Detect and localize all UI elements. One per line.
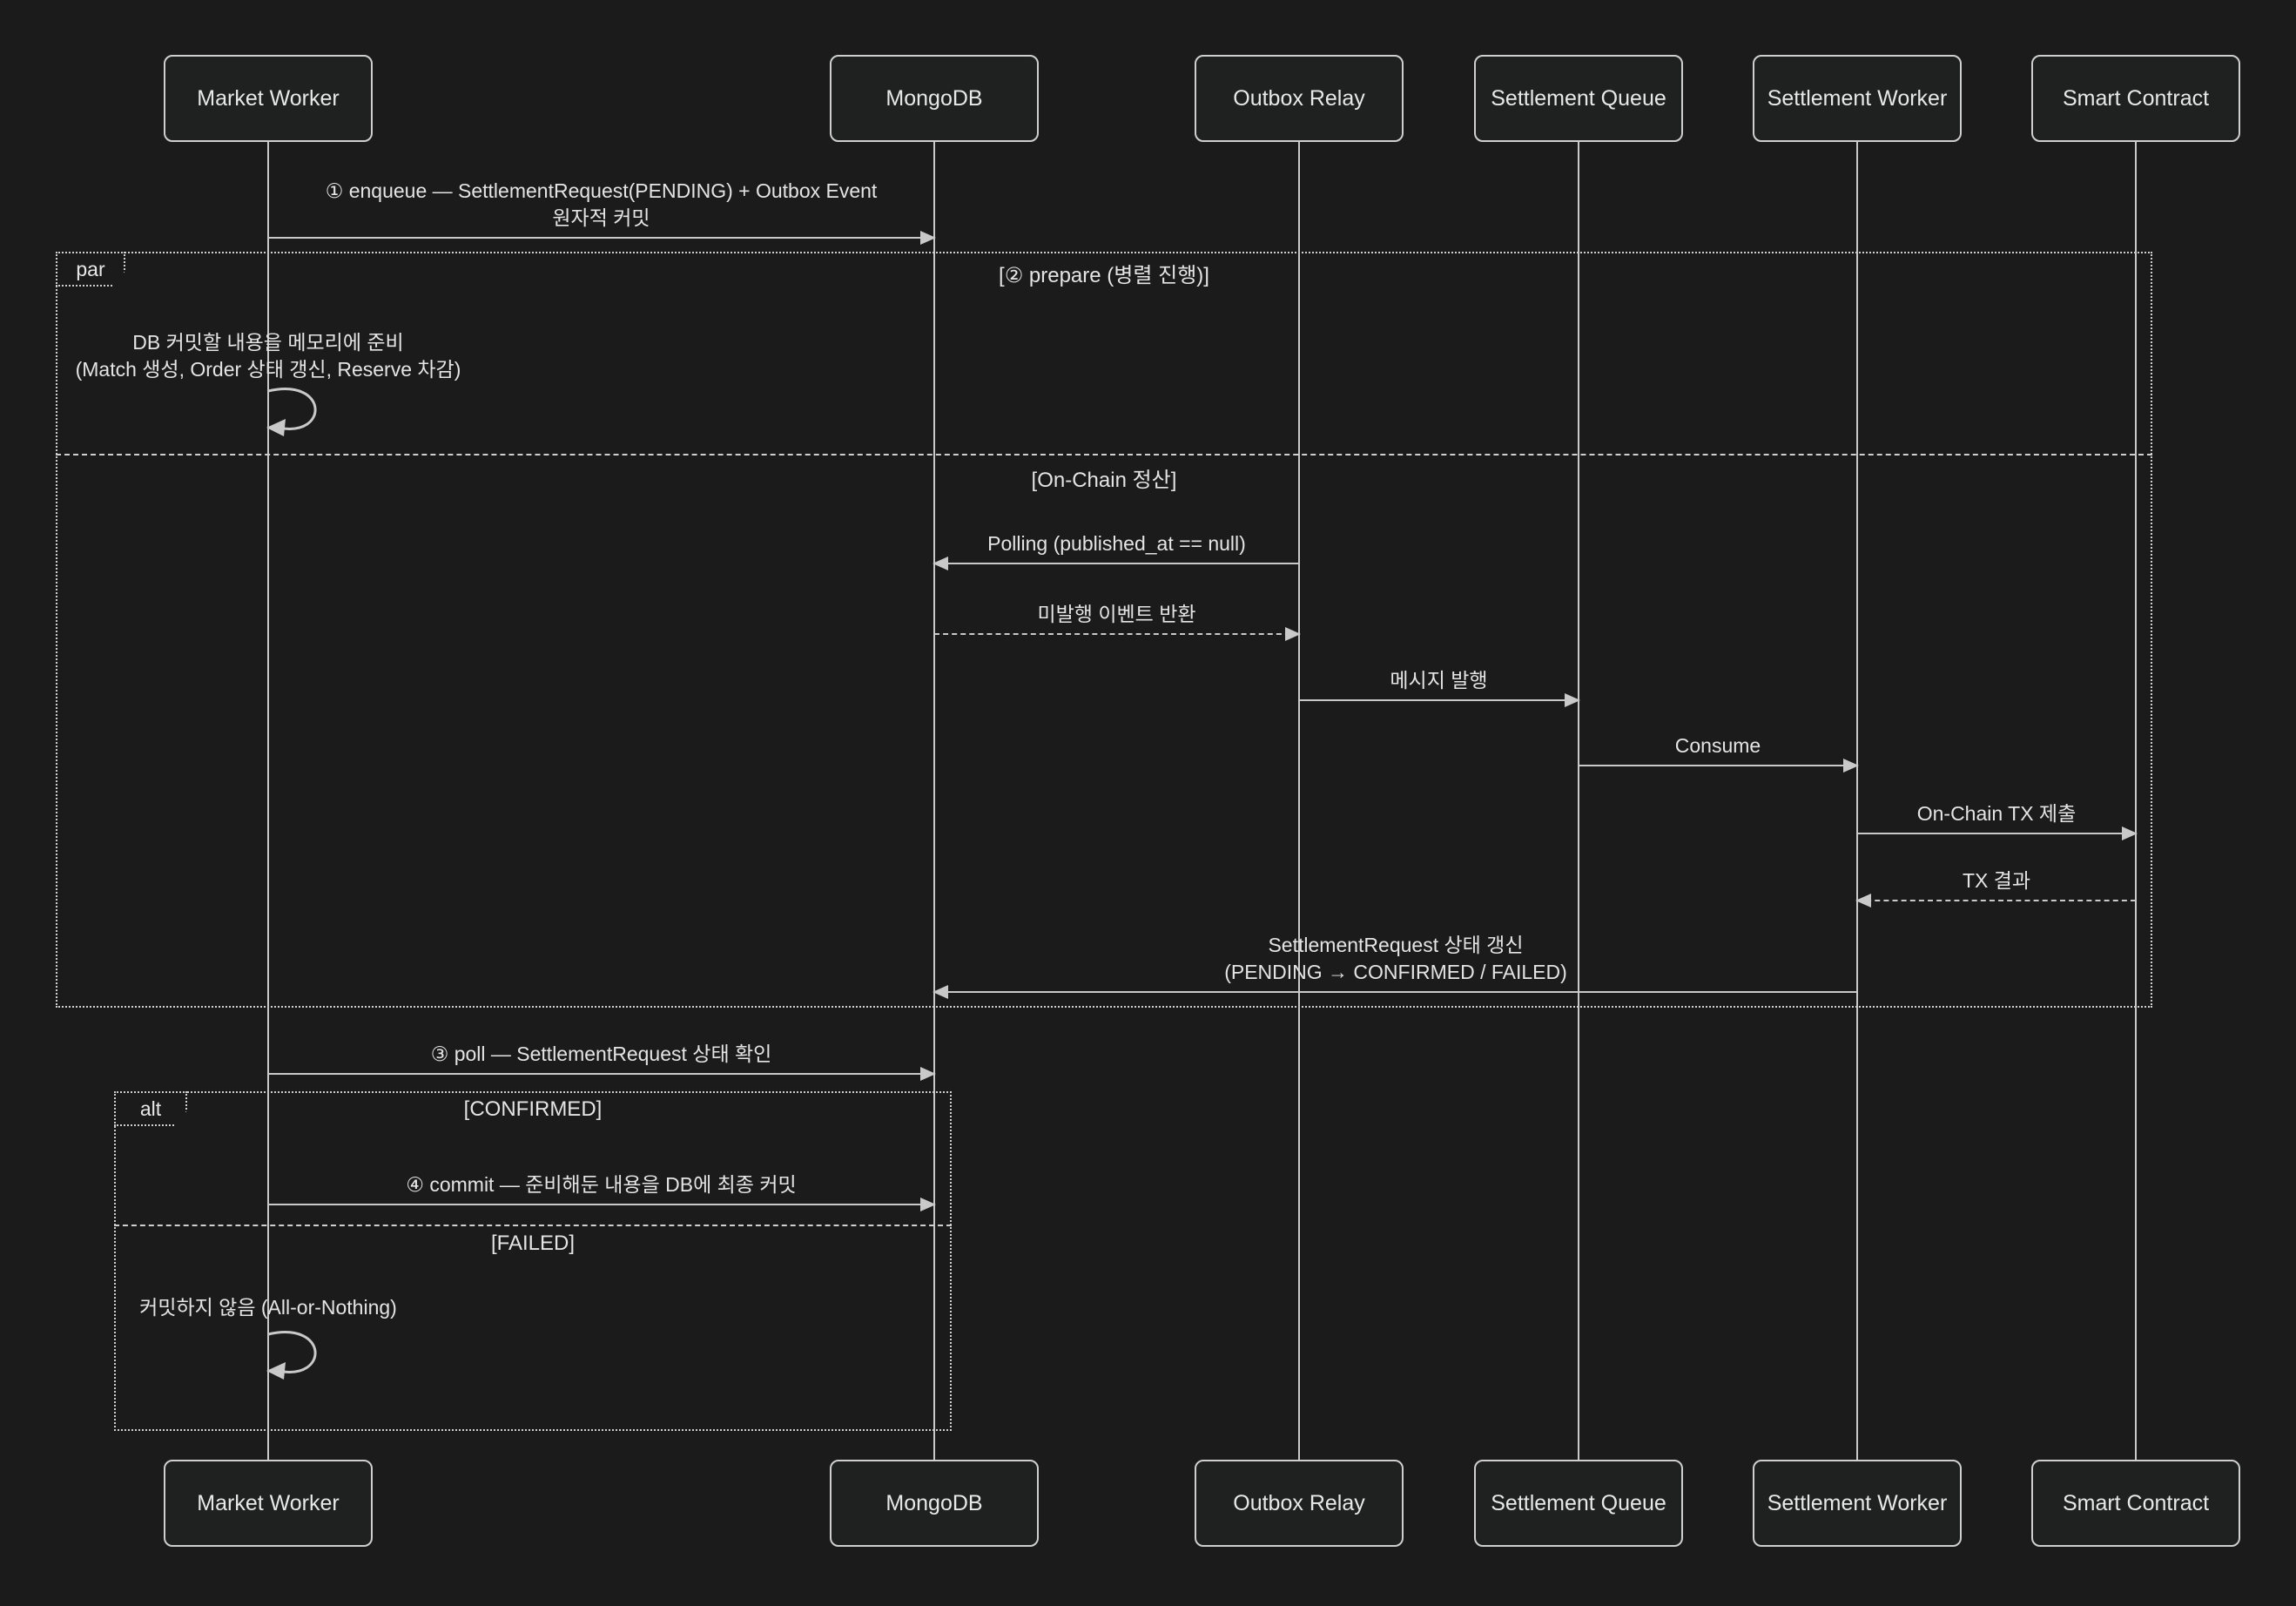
message-unpublished-return-arrow: [934, 627, 1301, 641]
message-tx-submit-label: On-Chain TX 제출: [1916, 802, 2077, 825]
lifeline-market-worker: [267, 142, 269, 1461]
actor-label: Settlement Queue: [1491, 1490, 1666, 1515]
message-commit: ④ commit — 준비해둔 내용을 DB에 최종 커밋: [268, 1171, 936, 1211]
message-poll-arrow: [268, 1067, 936, 1081]
lifeline-settlement-worker: [1856, 142, 1858, 1461]
message-tx-result: TX 결과: [1855, 867, 2136, 908]
actor-label: Smart Contract: [2062, 1490, 2210, 1515]
message-unpublished-return-label: 미발행 이벤트 반환: [1037, 603, 1196, 625]
message-enqueue-arrow: [268, 231, 936, 245]
arrowhead-right-icon: [920, 1198, 936, 1211]
message-polling-label: Polling (published_at == null): [987, 532, 1246, 555]
message-no-commit-label: 커밋하지 않음 (All-or-Nothing): [139, 1296, 397, 1319]
actor-top-outbox-relay: Outbox Relay: [1195, 55, 1404, 142]
arrowhead-right-icon: [2122, 827, 2138, 840]
actor-top-market-worker: Market Worker: [164, 55, 373, 142]
alt-frame-label: alt: [114, 1091, 187, 1126]
par-section-2-label: [On-Chain 정산]: [1031, 469, 1177, 492]
message-polling: Polling (published_at == null): [933, 530, 1299, 570]
actor-label: Outbox Relay: [1233, 85, 1365, 111]
lifeline-outbox-relay: [1298, 142, 1300, 1461]
actor-bottom-smart-contract: Smart Contract: [2031, 1460, 2240, 1547]
alt-frame-label-text: alt: [139, 1097, 162, 1120]
alt-frame-divider: [114, 1225, 952, 1226]
actor-bottom-outbox-relay: Outbox Relay: [1195, 1460, 1404, 1547]
arrowhead-right-icon: [1285, 627, 1301, 641]
alt-section-2-label: [FAILED]: [490, 1231, 576, 1255]
actor-bottom-mongodb: MongoDB: [830, 1460, 1039, 1547]
message-consume-arrow: [1579, 759, 1859, 773]
actor-label: Settlement Queue: [1491, 85, 1666, 111]
message-polling-arrow: [933, 557, 1299, 570]
message-status-update: SettlementRequest 상태 갱신 (PENDING → CONFI…: [933, 932, 1857, 999]
message-status-update-label: SettlementRequest 상태 갱신 (PENDING → CONFI…: [1224, 934, 1567, 983]
lifeline-settlement-queue: [1578, 142, 1579, 1461]
actor-label: MongoDB: [885, 85, 983, 111]
actor-top-settlement-worker: Settlement Worker: [1753, 55, 1962, 142]
par-frame-divider: [56, 454, 2152, 455]
arrowhead-right-icon: [1565, 693, 1580, 707]
actor-label: Market Worker: [197, 1490, 340, 1515]
actor-bottom-settlement-queue: Settlement Queue: [1474, 1460, 1683, 1547]
actor-label: Outbox Relay: [1233, 1490, 1365, 1515]
actor-bottom-market-worker: Market Worker: [164, 1460, 373, 1547]
message-publish-arrow: [1299, 693, 1580, 707]
self-loop-icon: [266, 388, 317, 436]
actor-label: Settlement Worker: [1767, 85, 1948, 111]
arrowhead-right-icon: [1843, 759, 1859, 773]
arrowhead-right-icon: [920, 1067, 936, 1081]
message-prepare-label: DB 커밋할 내용을 메모리에 준비 (Match 생성, Order 상태 갱…: [75, 331, 461, 381]
message-enqueue-label: ① enqueue — SettlementRequest(PENDING) +…: [325, 179, 878, 229]
message-consume-label: Consume: [1674, 734, 1761, 757]
self-loop-icon: [266, 1331, 317, 1380]
lifeline-smart-contract: [2135, 142, 2137, 1461]
message-tx-submit-arrow: [1857, 827, 2138, 840]
message-tx-result-arrow: [1855, 894, 2136, 908]
arrowhead-left-icon: [1855, 894, 1871, 908]
actor-label: MongoDB: [885, 1490, 983, 1515]
actor-top-smart-contract: Smart Contract: [2031, 55, 2240, 142]
alt-frame: [114, 1091, 952, 1431]
message-tx-submit: On-Chain TX 제출: [1857, 800, 2138, 840]
message-poll-label: ③ poll — SettlementRequest 상태 확인: [430, 1043, 772, 1065]
message-publish-label: 메시지 발행: [1390, 669, 1488, 692]
message-publish: 메시지 발행: [1299, 667, 1580, 707]
actor-label: Smart Contract: [2062, 85, 2210, 111]
lifeline-mongodb: [933, 142, 935, 1461]
par-frame: [56, 252, 2152, 1008]
message-tx-result-label: TX 결과: [1962, 869, 2031, 892]
par-section-1-label: [② prepare (병렬 진행)]: [999, 264, 1209, 287]
arrowhead-right-icon: [920, 231, 936, 245]
arrowhead-left-icon: [933, 985, 948, 999]
message-unpublished-return: 미발행 이벤트 반환: [934, 601, 1301, 641]
actor-top-settlement-queue: Settlement Queue: [1474, 55, 1683, 142]
message-poll: ③ poll — SettlementRequest 상태 확인: [268, 1041, 936, 1081]
message-consume: Consume: [1579, 732, 1859, 773]
message-commit-arrow: [268, 1198, 936, 1211]
alt-section-1-label: [CONFIRMED]: [463, 1097, 603, 1121]
arrowhead-left-icon: [933, 557, 948, 570]
actor-label: Market Worker: [197, 85, 340, 111]
message-enqueue: ① enqueue — SettlementRequest(PENDING) +…: [268, 178, 936, 245]
par-frame-label-text: par: [76, 257, 105, 280]
par-frame-label: par: [56, 252, 125, 287]
actor-bottom-settlement-worker: Settlement Worker: [1753, 1460, 1962, 1547]
message-status-update-arrow: [933, 985, 1857, 999]
message-commit-label: ④ commit — 준비해둔 내용을 DB에 최종 커밋: [406, 1173, 797, 1196]
actor-label: Settlement Worker: [1767, 1490, 1948, 1515]
actor-top-mongodb: MongoDB: [830, 55, 1039, 142]
